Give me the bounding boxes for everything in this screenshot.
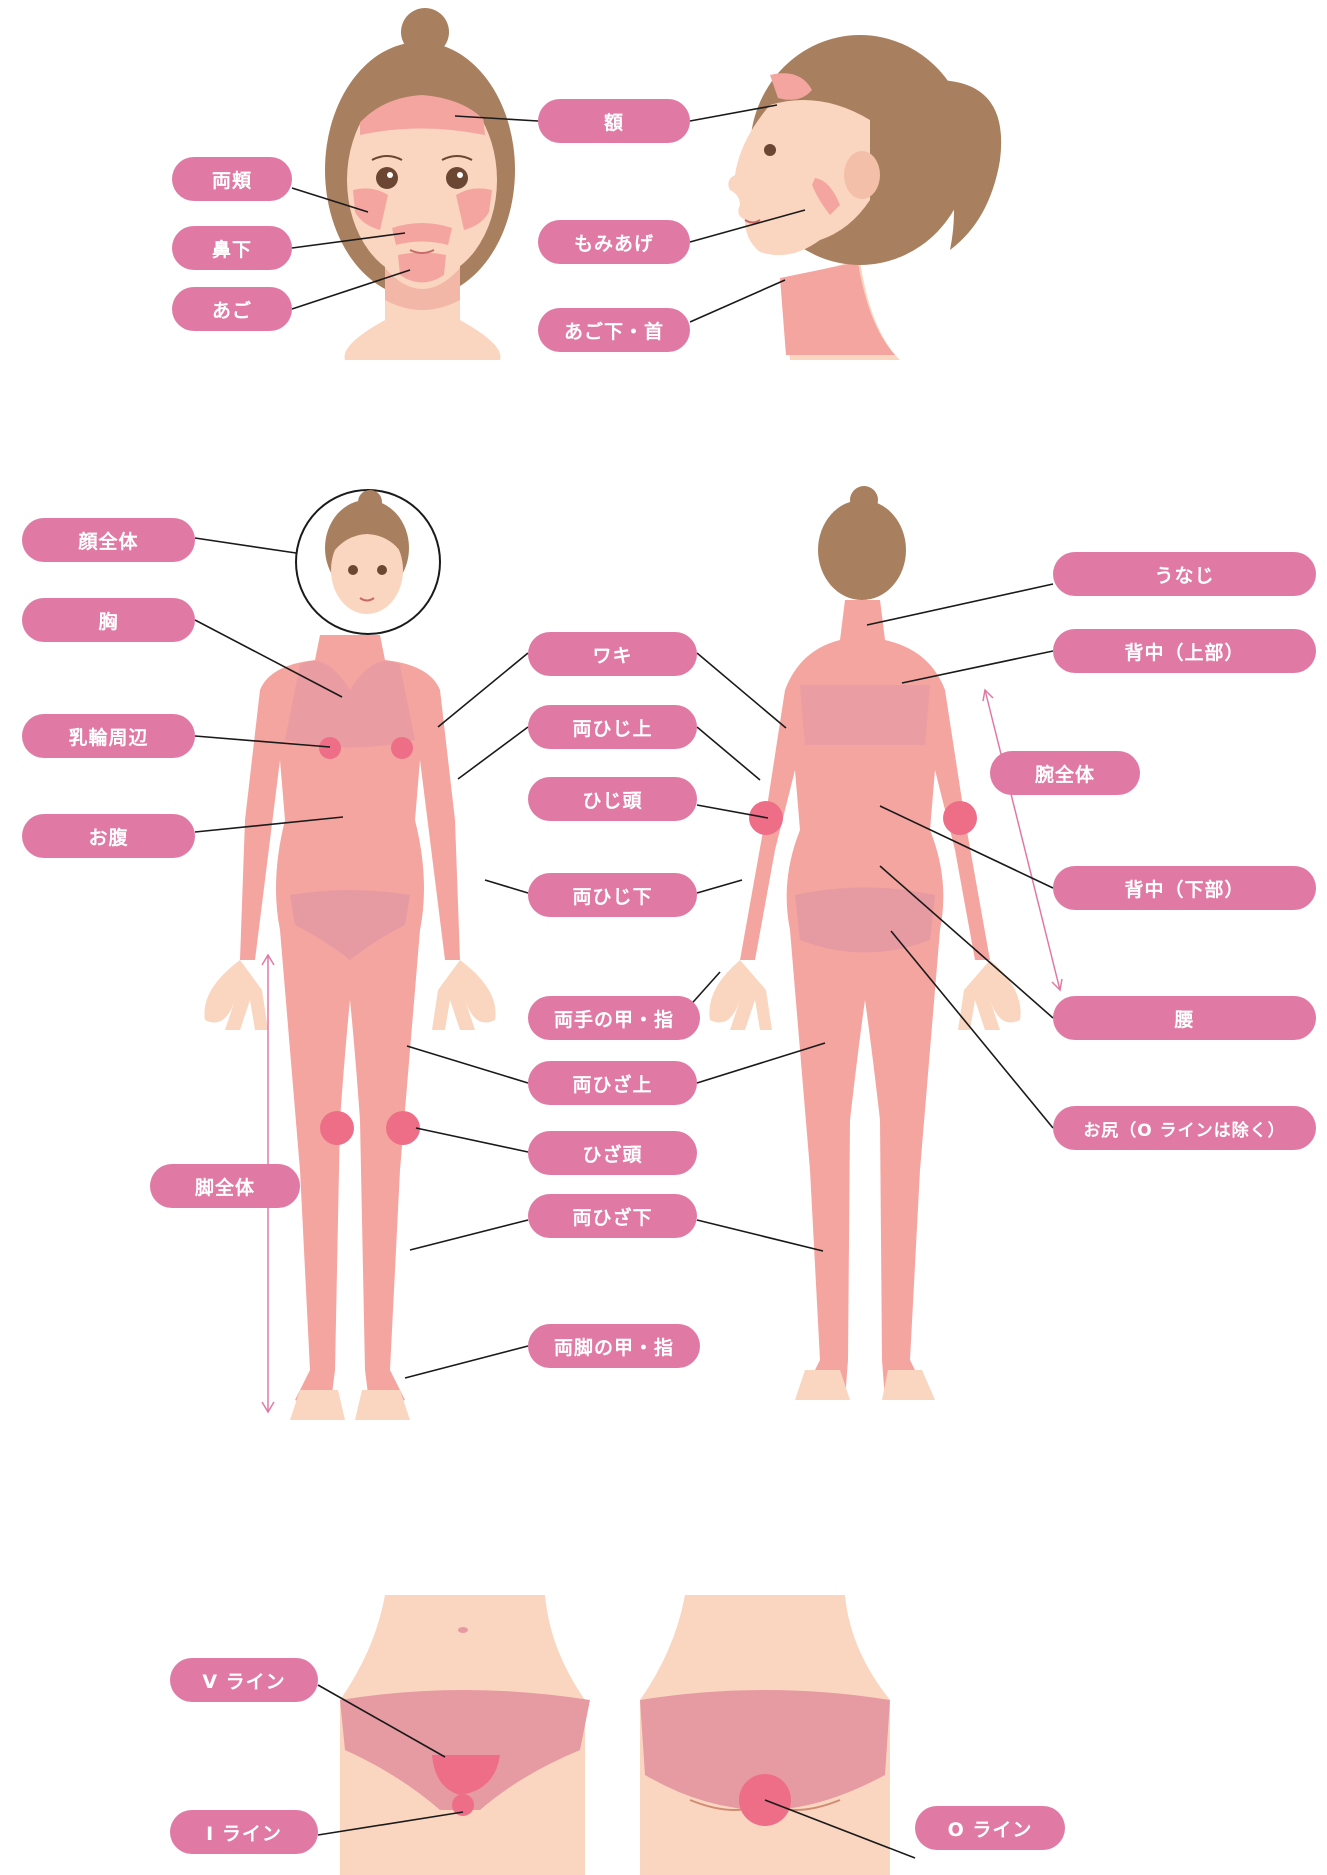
- label-under-nose: 鼻下: [172, 226, 292, 270]
- label-v-line: V ライン: [170, 1658, 318, 1702]
- label-sideburns: もみあげ: [538, 220, 690, 264]
- label-upper-back: 背中（上部）: [1053, 629, 1316, 673]
- label-whole-legs: 脚全体: [150, 1164, 300, 1208]
- label-under-chin-neck: あご下・首: [538, 308, 690, 352]
- label-whole-face: 顔全体: [22, 518, 195, 562]
- label-forehead: 額: [538, 99, 690, 143]
- pelvis-front-figure: [340, 1595, 590, 1875]
- label-chin: あご: [172, 287, 292, 331]
- label-forearms: 両ひじ下: [528, 873, 697, 917]
- label-o-line: O ライン: [915, 1806, 1065, 1850]
- label-lower-back: 背中（下部）: [1053, 866, 1316, 910]
- label-elbows: ひじ頭: [528, 777, 697, 821]
- label-i-line: I ライン: [170, 1810, 318, 1854]
- label-chest: 胸: [22, 598, 195, 642]
- label-waist: 腰: [1053, 996, 1316, 1040]
- label-areola: 乳輪周辺: [22, 714, 195, 758]
- label-cheeks: 両頬: [172, 157, 292, 201]
- label-knees: ひざ頭: [528, 1131, 697, 1175]
- face-profile-figure: [728, 35, 1001, 360]
- label-upper-arms: 両ひじ上: [528, 705, 697, 749]
- label-buttocks: お尻（O ラインは除く）: [1053, 1106, 1316, 1150]
- label-whole-arms: 腕全体: [990, 751, 1140, 795]
- label-feet-toes: 両脚の甲・指: [528, 1324, 700, 1368]
- body-front-figure: [204, 490, 495, 1420]
- label-lower-legs: 両ひざ下: [528, 1194, 697, 1238]
- label-abdomen: お腹: [22, 814, 195, 858]
- body-back-figure: [709, 486, 1062, 1400]
- face-front-figure: [325, 8, 515, 360]
- label-hands-fingers: 両手の甲・指: [528, 996, 700, 1040]
- label-thighs: 両ひざ上: [528, 1061, 697, 1105]
- label-nape: うなじ: [1053, 552, 1316, 596]
- label-underarm: ワキ: [528, 632, 697, 676]
